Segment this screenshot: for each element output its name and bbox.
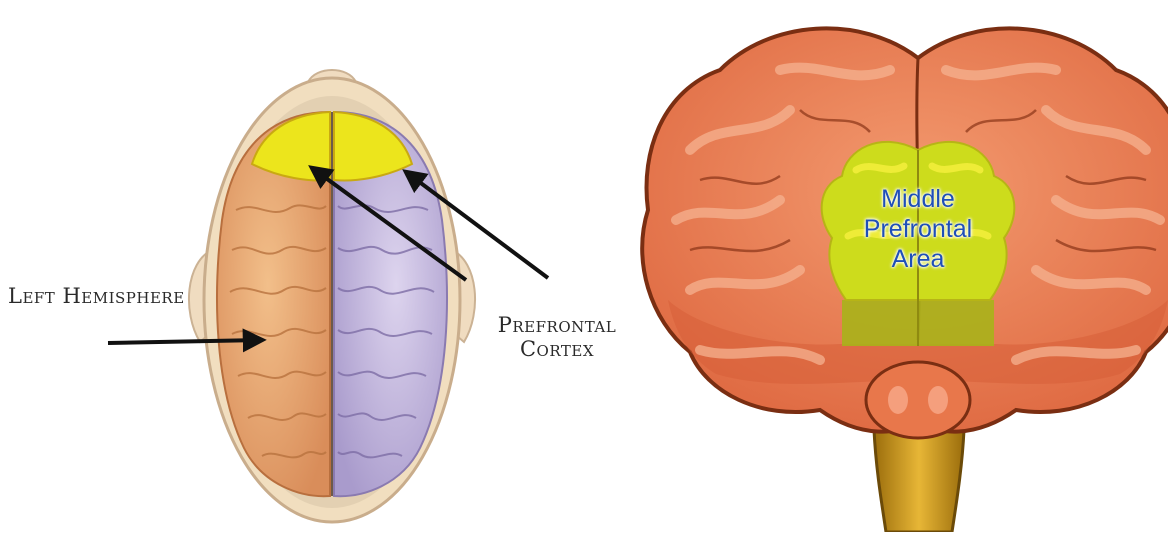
label-prefrontal-line2: Cortex bbox=[492, 337, 622, 361]
label-left-hemisphere: Left Hemisphere bbox=[8, 284, 185, 308]
label-mid-line3: Area bbox=[812, 244, 1024, 274]
label-prefrontal-line1: Prefrontal bbox=[492, 313, 622, 337]
brain-stem bbox=[874, 430, 964, 532]
pons bbox=[866, 362, 970, 438]
label-prefrontal-cortex: Prefrontal Cortex bbox=[492, 313, 622, 361]
label-mid-line1: Middle bbox=[812, 184, 1024, 214]
top-view-brain bbox=[189, 70, 475, 522]
label-mid-line2: Prefrontal bbox=[812, 214, 1024, 244]
label-middle-prefrontal-area: Middle Prefrontal Area bbox=[812, 184, 1024, 274]
front-view-brain bbox=[642, 28, 1168, 532]
